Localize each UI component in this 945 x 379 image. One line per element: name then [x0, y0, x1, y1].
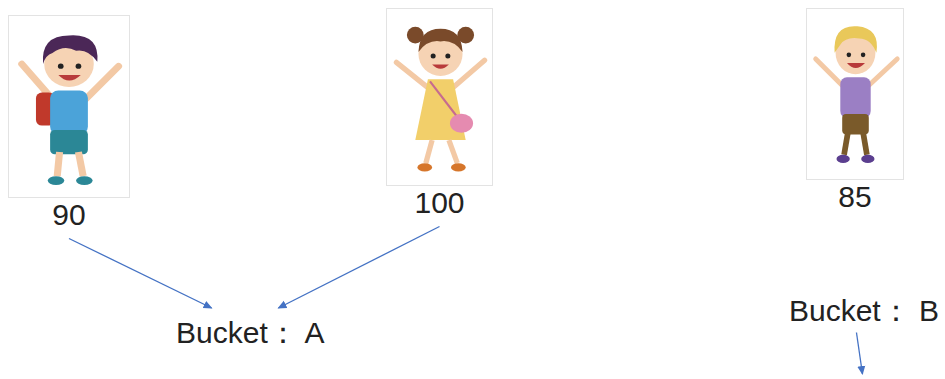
leader-arrow [856, 333, 862, 375]
arrow-connector [278, 227, 439, 309]
girl-illustration [396, 27, 484, 172]
boy-illustration [816, 26, 898, 163]
score-number: 90 [8, 198, 130, 233]
picture-frame [386, 8, 493, 186]
arrow-connector [69, 239, 212, 309]
bucket-label: Bucket： A [176, 316, 324, 351]
picture-frame [8, 15, 130, 198]
bucket-label: Bucket： B [789, 294, 939, 329]
boy-illustration [22, 35, 119, 185]
picture-frame [806, 8, 904, 180]
student-card: 85 [806, 8, 904, 215]
bucket-name: Bucket： A [176, 316, 324, 351]
student-card: 90 [8, 15, 130, 233]
score-number: 85 [806, 180, 904, 215]
score-number: 100 [386, 186, 493, 221]
bucket-name: Bucket： B [789, 294, 939, 329]
student-card: 100 [386, 8, 493, 221]
